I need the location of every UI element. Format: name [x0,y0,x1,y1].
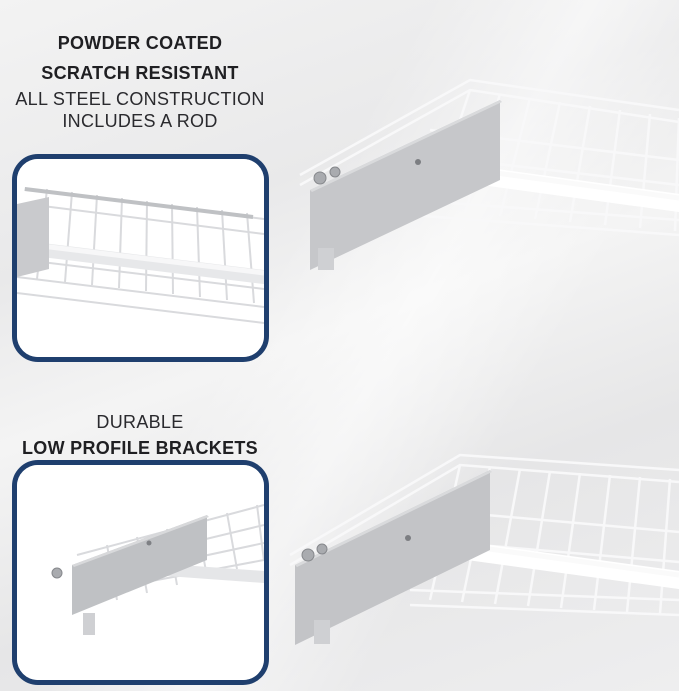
feature-scratch-resistant: SCRATCH RESISTANT [41,63,239,83]
shelf-with-rod-image [299,78,679,270]
feature-durable: DURABLE [96,412,184,432]
feature-low-profile-brackets: LOW PROFILE BRACKETS [22,438,258,458]
wire-shelf-closeup-image [17,159,264,357]
feature-list-bottom: DURABLE LOW PROFILE BRACKETS [0,410,280,462]
inset-closeup-bracket [12,460,269,685]
inset-closeup-wire-rod [12,154,269,362]
feature-all-steel: ALL STEEL CONSTRUCTION [15,89,265,109]
shelf-low-profile-bracket-image [289,453,679,645]
feature-includes-rod: INCLUDES A ROD [62,111,218,131]
feature-powder-coated: POWDER COATED [57,33,223,53]
feature-list-top: POWDER COATED SCRATCH RESISTANT ALL STEE… [0,28,280,132]
bracket-closeup-image [17,465,264,680]
